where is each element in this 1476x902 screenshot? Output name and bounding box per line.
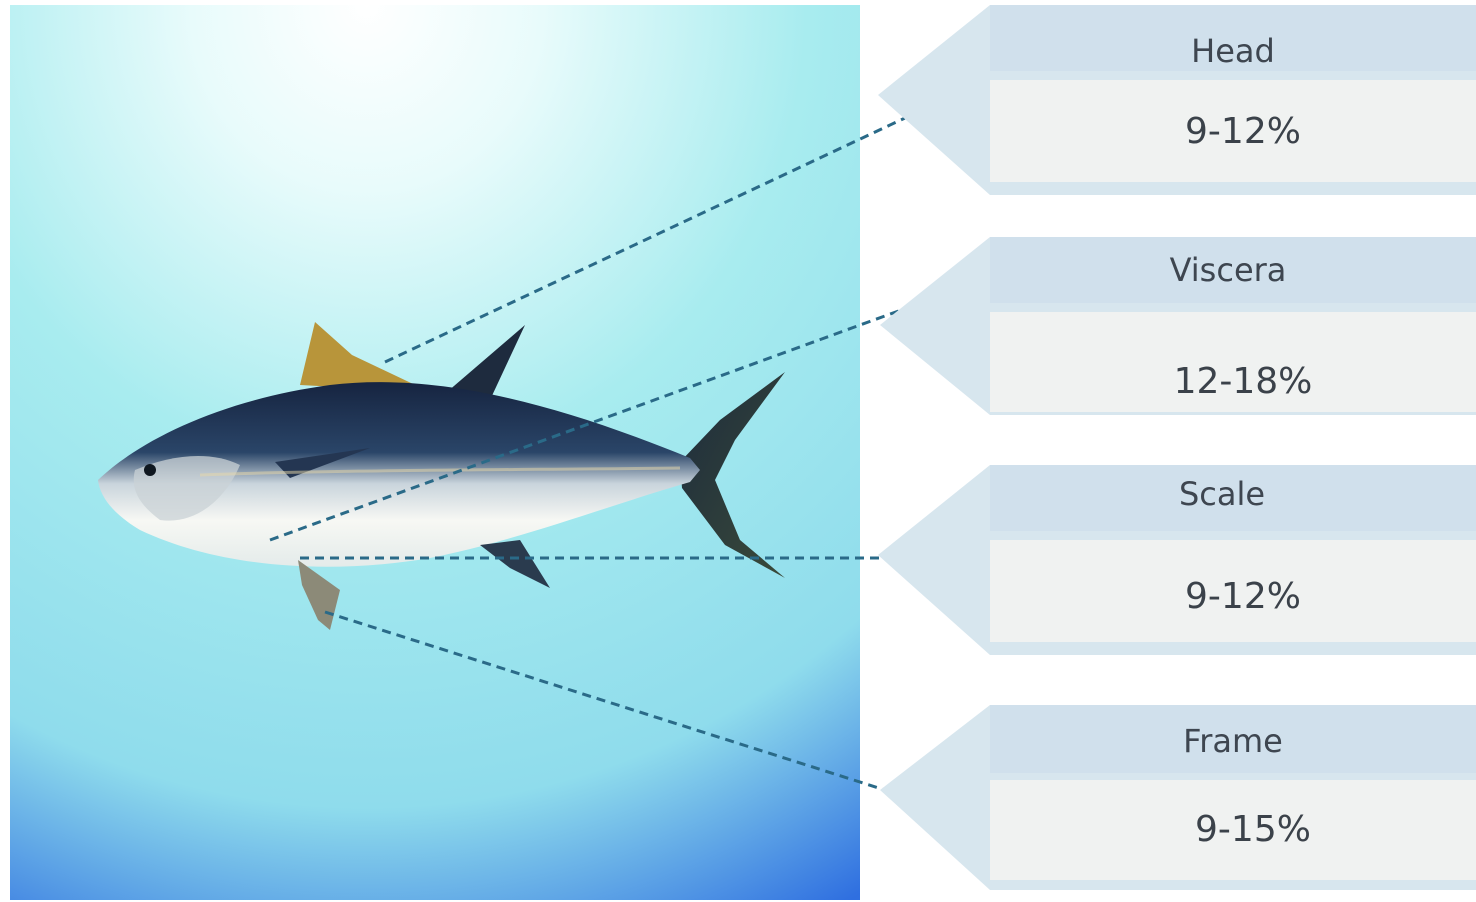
callout-viscera: Viscera 12-18% <box>880 237 1476 415</box>
callout-value: 9-12% <box>1185 111 1301 152</box>
callout-label: Viscera <box>1170 251 1287 289</box>
callout-head: Head 9-12% <box>878 5 1476 195</box>
tuna-eye <box>144 464 156 476</box>
callout-label: Frame <box>1183 722 1283 760</box>
callout-list: Head 9-12% Viscera 12-18% Scale 9-12% Fr… <box>878 5 1476 890</box>
callout-frame: Frame 9-15% <box>880 705 1476 890</box>
callout-value: 9-12% <box>1185 576 1301 617</box>
callout-label: Scale <box>1179 475 1265 513</box>
callout-scale: Scale 9-12% <box>878 465 1476 655</box>
callout-value: 12-18% <box>1174 361 1313 402</box>
callout-value: 9-15% <box>1195 809 1311 850</box>
callout-label: Head <box>1191 32 1275 70</box>
